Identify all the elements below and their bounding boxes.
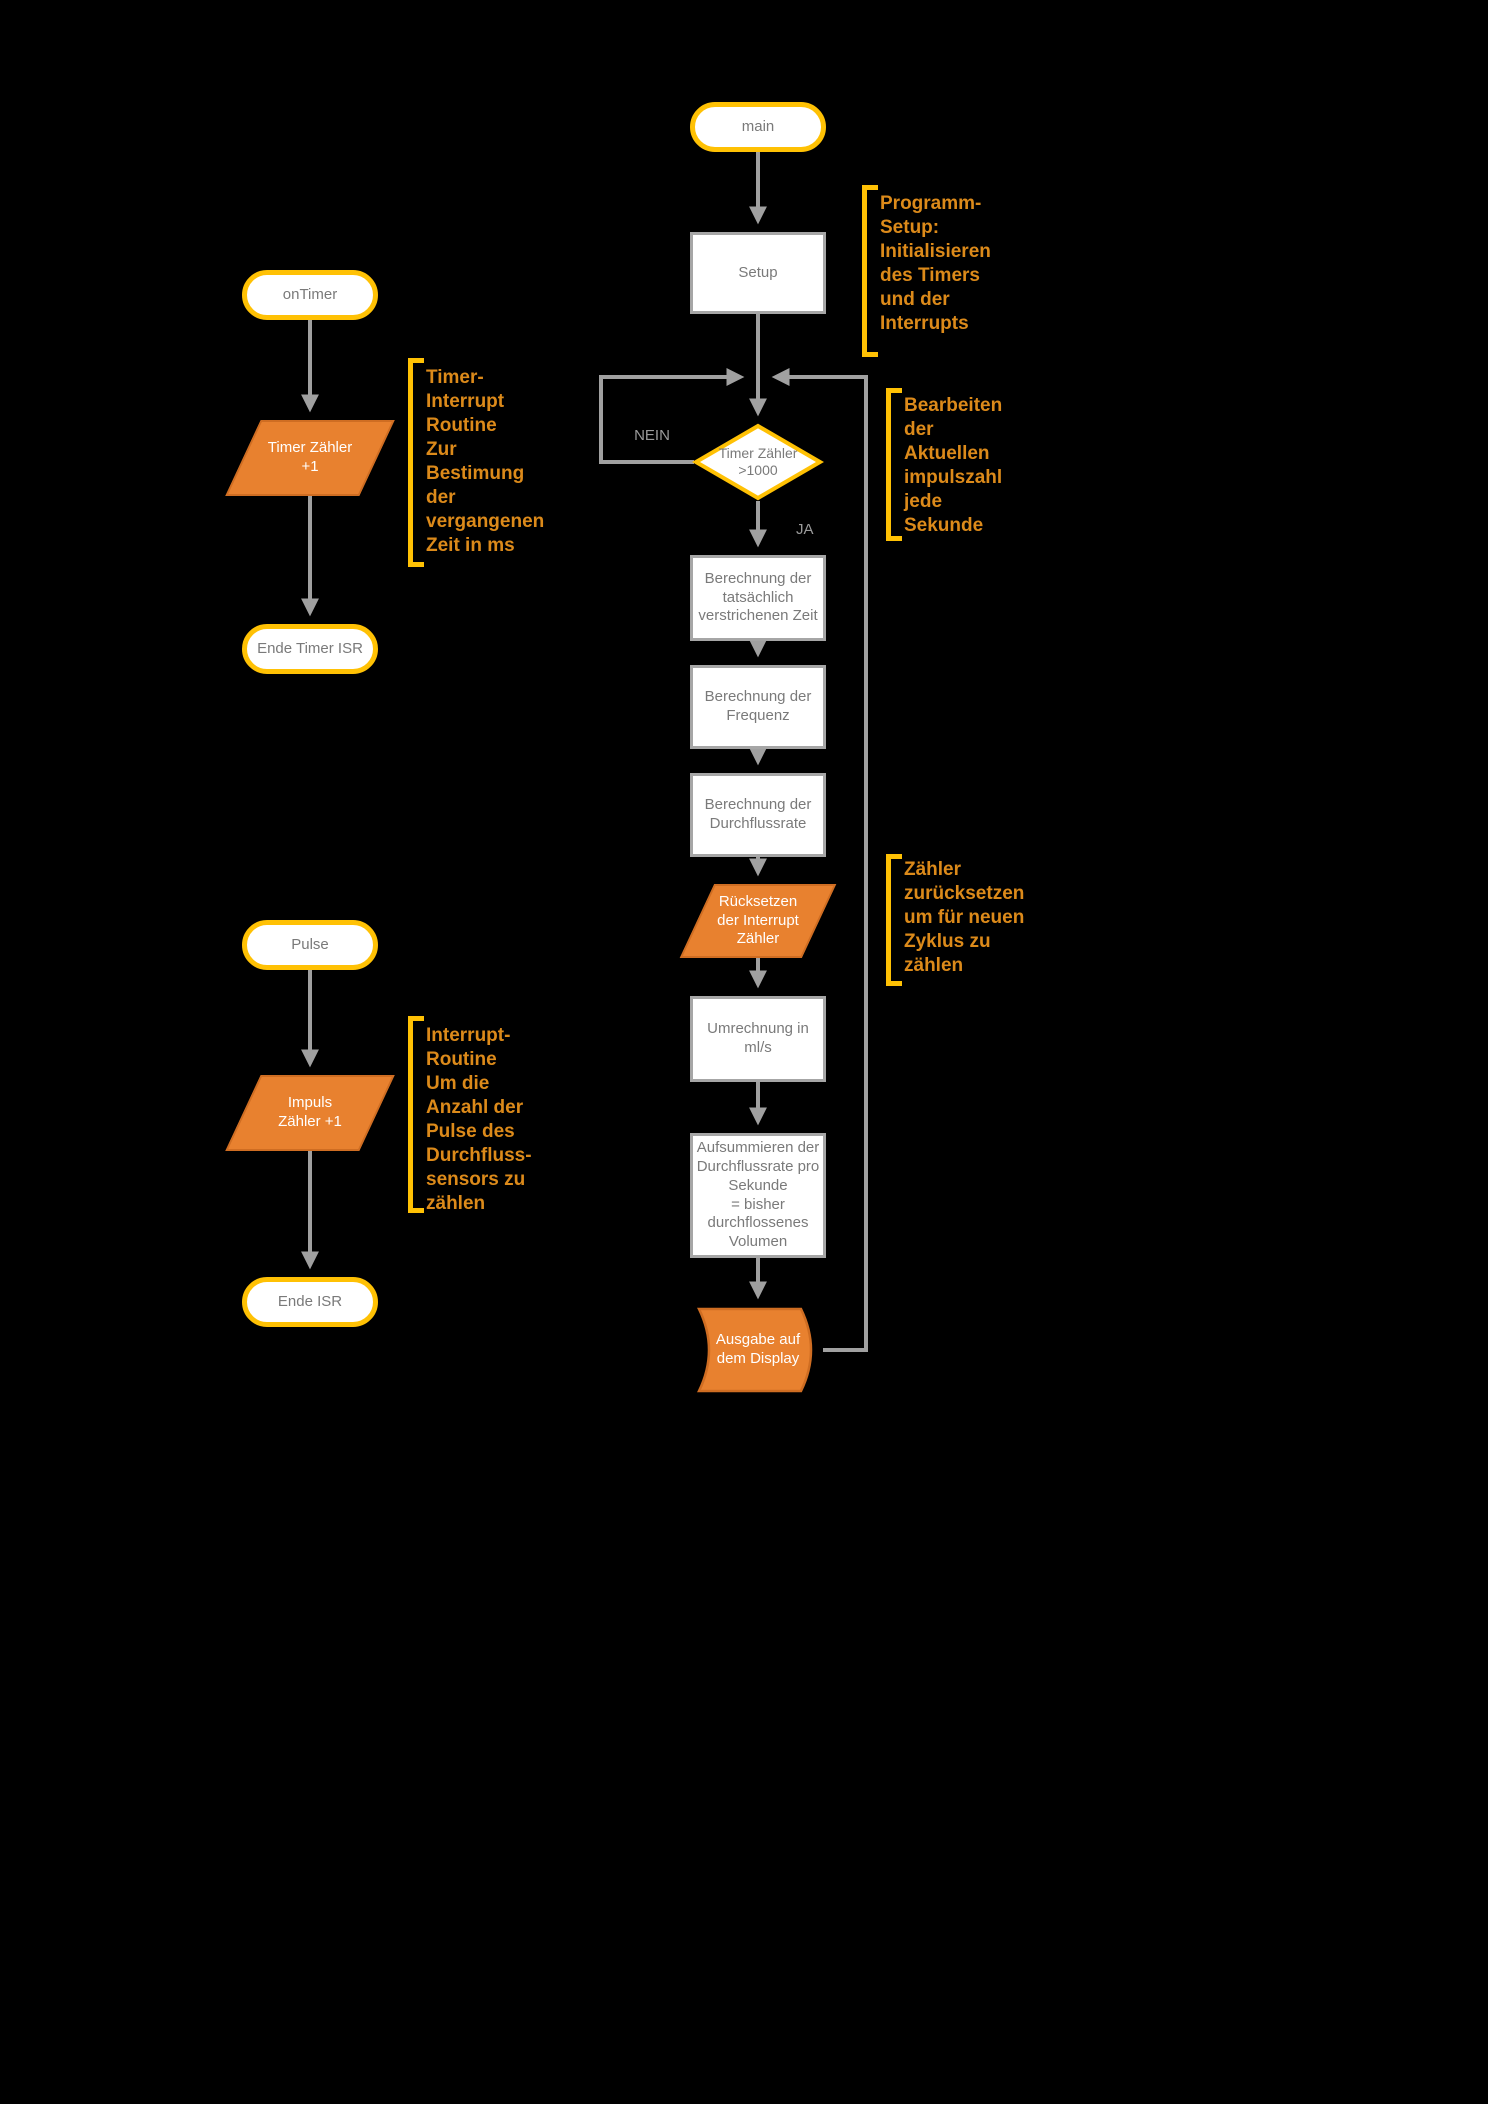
- pulse-end-label: Ende ISR: [277, 1292, 343, 1310]
- reset-counter-node: Rücksetzen der Interrupt Zähler: [679, 884, 837, 958]
- convert-process-node: Umrechnung in ml/s: [690, 996, 826, 1082]
- main-start-label: main: [741, 117, 775, 135]
- display-shape: [697, 1307, 813, 1393]
- setup-annotation-text: Programm- Setup: Initialisieren des Time…: [880, 193, 991, 334]
- decision-annotation-bracket: [886, 388, 902, 541]
- timer-threshold-decision-label: Timer Zähler >1000: [718, 444, 798, 479]
- sum-volume-process-node: Aufsummieren der Durchflussrate pro Seku…: [690, 1133, 826, 1258]
- ontimer-start-node: onTimer: [242, 270, 378, 320]
- elapsed-time-label: Berechnung der tatsächlich verstrichenen…: [698, 569, 818, 625]
- timer-threshold-decision-node: Timer Zähler >1000: [692, 423, 824, 501]
- timer-annotation-text: Timer- Interrupt Routine Zur Bestimung d…: [426, 367, 545, 556]
- pulse-annotation-bracket: [408, 1016, 424, 1213]
- reset-annotation-text: Zähler zurücksetzen um für neuen Zyklus …: [904, 859, 1025, 976]
- ontimer-end-label: Ende Timer ISR: [257, 639, 363, 657]
- frequency-label: Berechnung der Frequenz: [704, 688, 812, 724]
- timer-counter-process-label: Timer Zähler +1: [267, 439, 353, 475]
- convert-label: Umrechnung in ml/s: [707, 1020, 809, 1056]
- pulse-counter-process-node: Impuls Zähler +1: [225, 1075, 395, 1151]
- ontimer-start-label: onTimer: [282, 285, 338, 303]
- pulse-end-node: Ende ISR: [242, 1277, 378, 1327]
- pulse-counter-process-label: Impuls Zähler +1: [278, 1094, 342, 1130]
- reset-annotation-bracket: [886, 854, 902, 986]
- display-output-node: Ausgabe auf dem Display: [693, 1307, 823, 1393]
- decision-no-label: NEIN: [634, 427, 670, 444]
- display-output-label: Ausgabe auf dem Display: [715, 1331, 801, 1367]
- setup-label: Setup: [738, 263, 778, 281]
- timer-annotation-bracket: [408, 358, 424, 567]
- main-start-node: main: [690, 102, 826, 152]
- flowrate-label: Berechnung der Durchflussrate: [704, 796, 812, 832]
- diamond-shape: [692, 423, 824, 501]
- flowrate-process-node: Berechnung der Durchflussrate: [690, 773, 826, 857]
- pulse-annotation-text: Interrupt- Routine Um die Anzahl der Pul…: [426, 1025, 532, 1214]
- pulse-start-label: Pulse: [291, 935, 329, 953]
- reset-counter-label: Rücksetzen der Interrupt Zähler: [717, 892, 799, 948]
- decision-yes-label: JA: [796, 521, 814, 538]
- sum-volume-label: Aufsummieren der Durchflussrate pro Seku…: [696, 1139, 820, 1250]
- elapsed-time-process-node: Berechnung der tatsächlich verstrichenen…: [690, 555, 826, 641]
- ontimer-end-node: Ende Timer ISR: [242, 624, 378, 674]
- pulse-start-node: Pulse: [242, 920, 378, 970]
- setup-annotation-bracket: [862, 185, 878, 357]
- setup-process-node: Setup: [690, 232, 826, 314]
- frequency-process-node: Berechnung der Frequenz: [690, 665, 826, 749]
- timer-counter-process-node: Timer Zähler +1: [225, 420, 395, 496]
- decision-annotation-text: Bearbeiten der Aktuellen impulszahl jede…: [904, 395, 1003, 536]
